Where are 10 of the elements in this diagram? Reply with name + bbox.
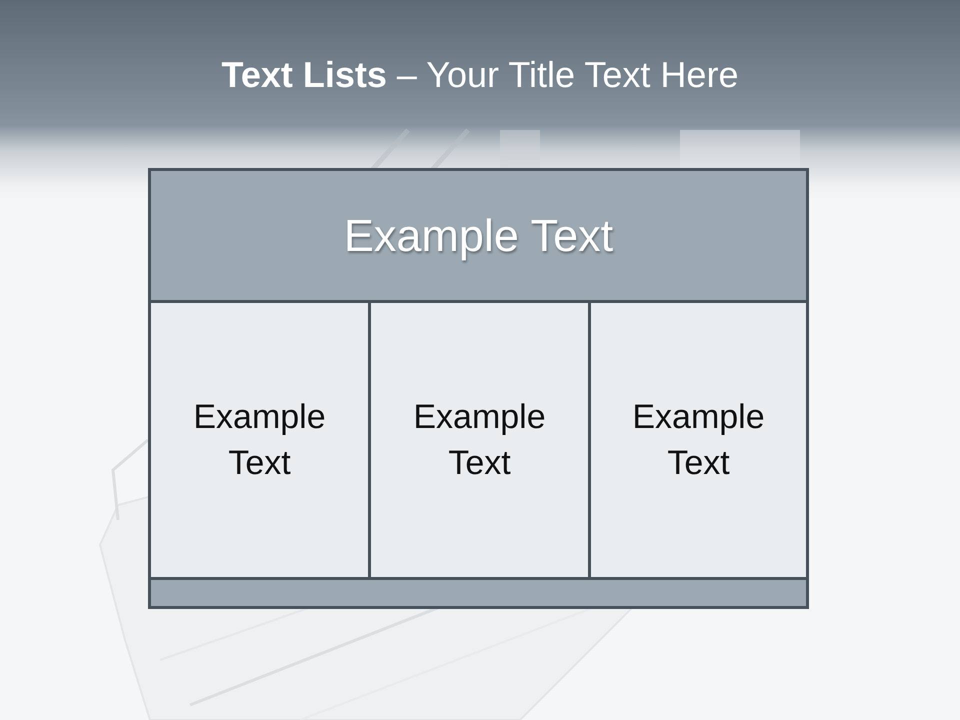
slide-title: Text Lists – Your Title Text Here <box>222 53 738 97</box>
header-text: Example Text <box>344 208 614 262</box>
footer-bar <box>148 577 809 609</box>
panel-text: Example Text <box>413 397 546 484</box>
text-panel <box>368 300 591 580</box>
text-panel <box>588 300 809 580</box>
text-panel <box>148 300 371 580</box>
panel-text: Example Text <box>632 397 765 484</box>
panel-text: Example Text <box>193 397 326 484</box>
header-panel <box>148 168 809 303</box>
